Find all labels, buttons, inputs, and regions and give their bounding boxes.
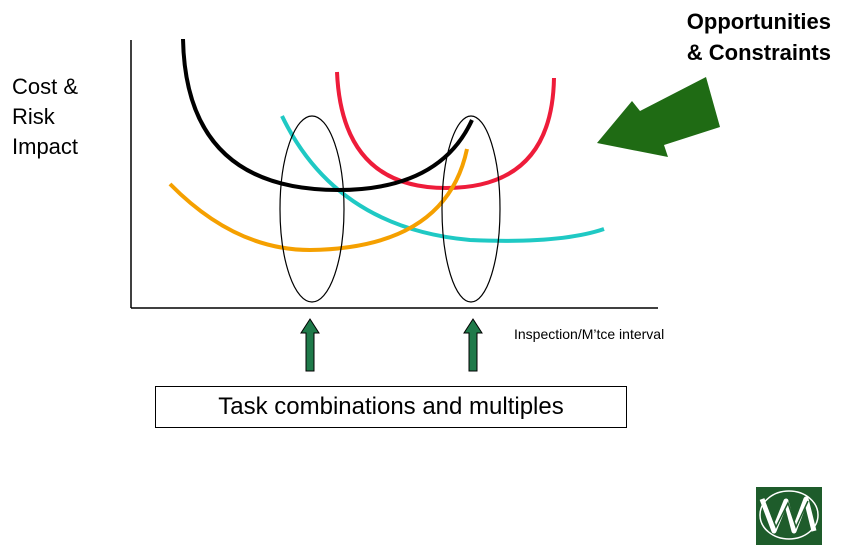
up-arrow-icon <box>300 318 320 372</box>
task-combinations-box: Task combinations and multiples <box>155 386 627 428</box>
up-arrow-icon <box>463 318 483 372</box>
y-axis-label-line: Cost & <box>12 74 79 99</box>
y-axis-label-line: Impact <box>12 134 79 159</box>
orange-curve <box>168 148 469 253</box>
headline-line: Opportunities <box>686 9 831 34</box>
y-axis-label-line: Risk <box>12 104 55 129</box>
ellipse-right <box>441 115 501 303</box>
x-axis-label: Inspection/M’tce interval <box>514 326 665 342</box>
cyan-curve <box>280 115 605 243</box>
logo-icon <box>756 487 822 545</box>
red-curve <box>335 71 556 191</box>
headline: Opportunities & Constraints <box>591 6 831 68</box>
y-axis-label: Cost & Risk Impact <box>12 72 78 162</box>
opportunities-arrow-icon <box>597 77 720 157</box>
headline-line: & Constraints <box>686 40 831 65</box>
black-curve <box>181 38 474 193</box>
ellipse-left <box>279 115 345 303</box>
